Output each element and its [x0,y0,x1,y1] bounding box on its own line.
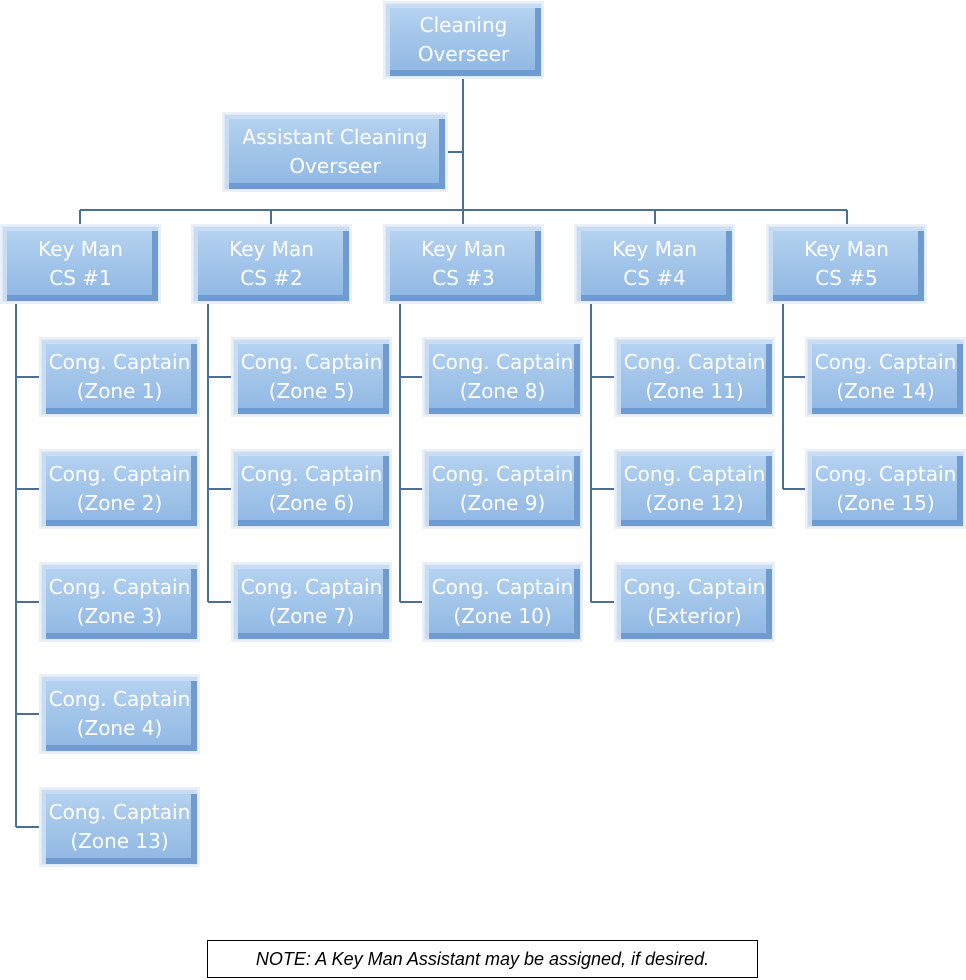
captain-zone-3-box: Cong. Captain (Zone 3) [41,564,198,640]
box-label-line2: (Zone 8) [459,379,546,403]
captain-zone-13-box: Cong. Captain (Zone 13) [41,789,198,865]
box-label-line2: CS #3 [432,266,495,290]
box-label-line1: Cong. Captain [240,462,383,486]
captain-zone-12-box: Cong. Captain (Zone 12) [616,451,773,527]
box-label-line1: Cong. Captain [48,687,191,711]
assistant-cleaning-overseer-box: Assistant Cleaning Overseer [224,114,446,190]
box-label-line2: (Zone 11) [645,379,744,403]
box-label-line1: Cong. Captain [48,575,191,599]
box-label-line1: Cong. Captain [814,350,957,374]
box-label-line1: Cong. Captain [48,800,191,824]
box-label-line2: (Zone 15) [836,491,935,515]
box-label-line1: Key Man [38,237,123,261]
box-label-line1: Key Man [229,237,314,261]
key-man-cs2-box: Key Man CS #2 [193,226,350,302]
box-label-line1: Key Man [804,237,889,261]
box-label-line2: CS #1 [49,266,112,290]
footnote: NOTE: A Key Man Assistant may be assigne… [207,940,758,978]
key-man-cs5-box: Key Man CS #5 [768,226,925,302]
captain-zone-1-box: Cong. Captain (Zone 1) [41,339,198,415]
captain-zone-11-box: Cong. Captain (Zone 11) [616,339,773,415]
box-label-line2: Overseer [417,42,510,66]
box-label-line1: Cong. Captain [48,350,191,374]
box-label-line1: Cong. Captain [814,462,957,486]
box-label-line2: Overseer [289,154,381,178]
box-label-line2: (Zone 12) [645,491,744,515]
box-label-line2: (Zone 13) [70,829,169,853]
box-label-line2: (Exterior) [647,604,742,628]
box-label-line1: Cong. Captain [623,575,766,599]
box-label-line2: CS #2 [240,266,303,290]
captain-zone-10-box: Cong. Captain (Zone 10) [424,564,581,640]
box-label-line2: (Zone 14) [836,379,935,403]
captain-zone-6-box: Cong. Captain (Zone 6) [233,451,390,527]
captain-exterior-box: Cong. Captain (Exterior) [616,564,773,640]
box-label-line1: Cong. Captain [48,462,191,486]
box-label-line2: (Zone 9) [459,491,546,515]
cleaning-overseer-box: Cleaning Overseer [385,3,542,77]
box-label-line2: (Zone 4) [76,716,163,740]
captain-zone-2-box: Cong. Captain (Zone 2) [41,451,198,527]
key-man-cs4-box: Key Man CS #4 [576,226,733,302]
box-label-line2: (Zone 6) [268,491,355,515]
box-label-line1: Cong. Captain [431,462,574,486]
captain-zone-14-box: Cong. Captain (Zone 14) [807,339,964,415]
box-label-line1: Cong. Captain [240,575,383,599]
captain-zone-7-box: Cong. Captain (Zone 7) [233,564,390,640]
box-label-line1: Cong. Captain [623,462,766,486]
captain-zone-9-box: Cong. Captain (Zone 9) [424,451,581,527]
box-label-line2: CS #5 [815,266,878,290]
key-man-cs3-box: Key Man CS #3 [385,226,542,302]
box-label-line2: (Zone 7) [268,604,355,628]
box-label-line2: (Zone 1) [76,379,163,403]
box-label-line1: Key Man [421,237,506,261]
box-label-line2: (Zone 10) [453,604,552,628]
captain-zone-4-box: Cong. Captain (Zone 4) [41,676,198,752]
box-label-line1: Cong. Captain [431,575,574,599]
box-label-line2: (Zone 2) [76,491,163,515]
box-label-line1: Cong. Captain [623,350,766,374]
box-label-line1: Cong. Captain [240,350,383,374]
box-label-line1: Cleaning [419,13,508,37]
box-label-line2: CS #4 [623,266,686,290]
box-label-line2: (Zone 5) [268,379,355,403]
box-label-line1: Key Man [612,237,697,261]
box-label-line1: Assistant Cleaning [242,125,428,149]
captain-zone-5-box: Cong. Captain (Zone 5) [233,339,390,415]
box-label-line2: (Zone 3) [76,604,163,628]
captain-zone-8-box: Cong. Captain (Zone 8) [424,339,581,415]
captain-zone-15-box: Cong. Captain (Zone 15) [807,451,964,527]
box-label-line1: Cong. Captain [431,350,574,374]
key-man-cs1-box: Key Man CS #1 [2,226,159,302]
